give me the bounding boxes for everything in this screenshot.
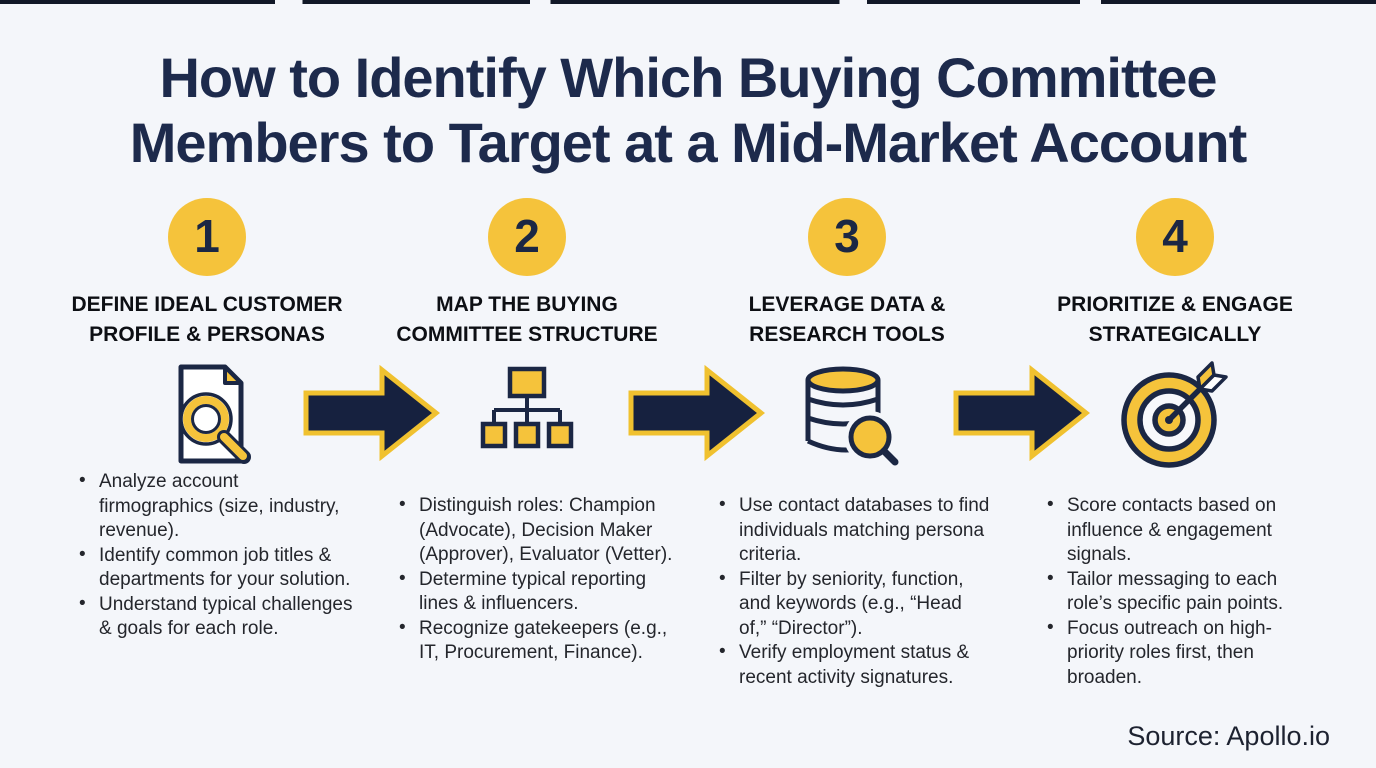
bullet-item: Focus outreach on high-priority roles fi… <box>1041 616 1321 691</box>
step-4-number-badge: 4 <box>1136 198 1214 276</box>
step-4-bullet-list: Score contacts based on influence & enga… <box>1029 493 1321 691</box>
bullet-item: Distinguish roles: Champion (Advocate), … <box>393 493 673 568</box>
top-edge-decoration <box>0 0 1376 4</box>
bullet-item: Filter by seniority, function, and keywo… <box>713 567 993 642</box>
bullet-item: Verify employment status & recent activi… <box>713 640 993 690</box>
bullet-item: Determine typical reporting lines & infl… <box>393 567 673 617</box>
source-attribution: Source: Apollo.io <box>1127 721 1330 751</box>
page-title: How to Identify Which Buying Committee M… <box>0 46 1376 176</box>
step-2-number-badge: 2 <box>488 198 566 276</box>
step-1-number-badge: 1 <box>168 198 246 276</box>
flow-arrow-icon <box>303 364 440 462</box>
step-4-column: 4 PRIORITIZE & ENGAGE STRATEGICALLY Scor… <box>1029 198 1321 690</box>
target-arrow-icon <box>1115 360 1235 468</box>
flow-arrow-icon <box>953 364 1090 462</box>
bullet-item: Recognize gatekeepers (e.g., IT, Procure… <box>393 616 673 666</box>
step-2-bullet-list: Distinguish roles: Champion (Advocate), … <box>381 493 673 666</box>
step-1-column: 1 DEFINE IDEAL CUSTOMER PROFILE & PERSON… <box>61 198 353 642</box>
database-search-icon <box>787 360 907 468</box>
bullet-item: Analyze account firmographics (size, ind… <box>73 469 353 544</box>
flow-arrow-icon <box>628 364 765 462</box>
step-4-heading: PRIORITIZE & ENGAGE STRATEGICALLY <box>1057 293 1293 347</box>
org-chart-icon <box>467 360 587 468</box>
document-search-icon <box>147 360 267 468</box>
step-3-heading: LEVERAGE DATA & RESEARCH TOOLS <box>748 293 946 347</box>
step-3-bullet-list: Use contact databases to find individual… <box>701 493 993 690</box>
bullet-item: Understand typical challenges & goals fo… <box>73 592 353 642</box>
step-3-number-badge: 3 <box>808 198 886 276</box>
step-1-bullet-list: Analyze account firmographics (size, ind… <box>61 469 353 642</box>
page-title-line2: Members to Target at a Mid-Market Accoun… <box>129 110 1248 174</box>
step-3-column: 3 LEVERAGE DATA & RESEARCH TOOLS Use con… <box>701 198 993 690</box>
bullet-item: Score contacts based on influence & enga… <box>1041 493 1321 568</box>
bullet-item: Use contact databases to find individual… <box>713 493 993 568</box>
step-1-heading: DEFINE IDEAL CUSTOMER PROFILE & PERSONAS <box>71 293 343 347</box>
bullet-item: Tailor messaging to each role’s specific… <box>1041 567 1321 617</box>
step-2-column: 2 MAP THE BUYING COMMITTEE STRUCTURE Dis… <box>381 198 673 666</box>
bullet-item: Identify common job titles & departments… <box>73 543 353 593</box>
page-title-line1: How to Identify Which Buying Committee <box>159 46 1217 109</box>
step-2-heading: MAP THE BUYING COMMITTEE STRUCTURE <box>396 293 658 347</box>
